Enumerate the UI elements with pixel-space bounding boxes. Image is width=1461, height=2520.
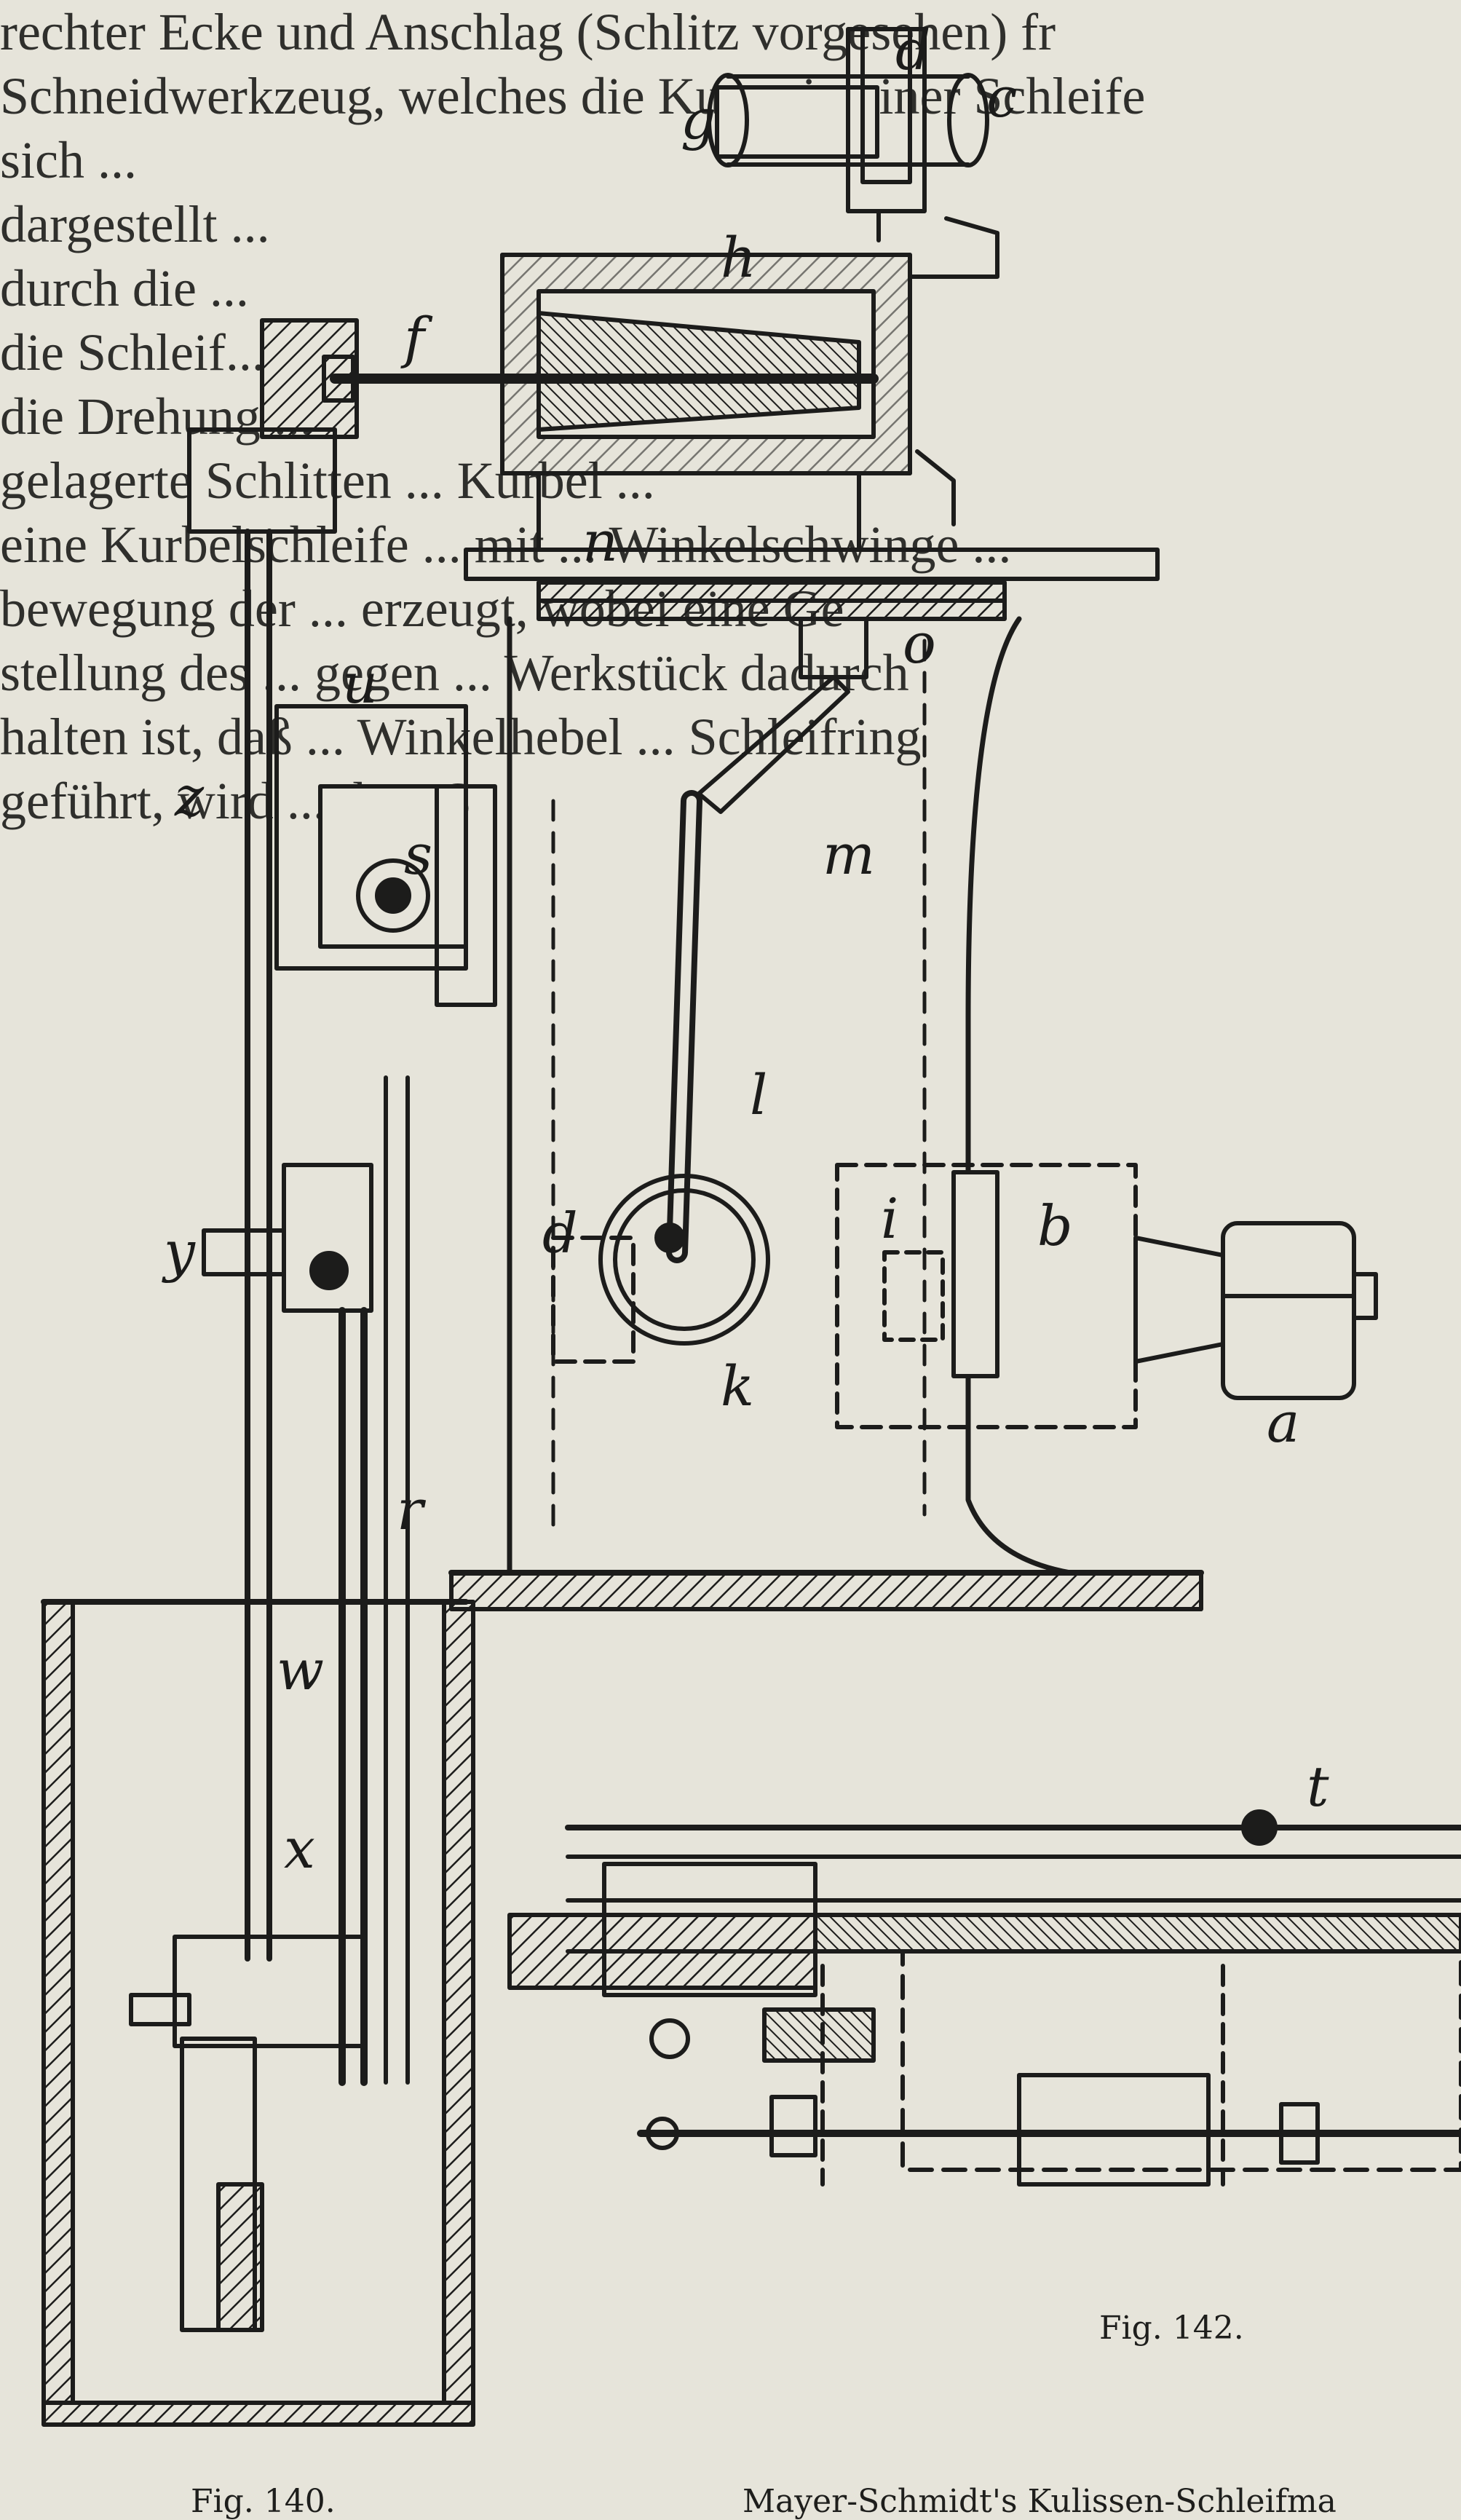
part-labels: d g c h f u z s n o m l i b a k y r w x … bbox=[162, 17, 1329, 1881]
part-label-d1: d bbox=[542, 1201, 578, 1265]
part-label: z bbox=[174, 764, 205, 829]
bleed-line: rechter Ecke und Anschlag (Schlitz vorge… bbox=[0, 3, 1056, 61]
part-label: m bbox=[823, 822, 875, 887]
part-label: u bbox=[342, 651, 378, 716]
part-label: l bbox=[750, 1062, 767, 1127]
part-label: h bbox=[721, 225, 756, 290]
part-label: f bbox=[400, 305, 433, 370]
part-label: o bbox=[903, 611, 936, 676]
part-label: c bbox=[986, 65, 1018, 130]
part-label: b bbox=[1037, 1193, 1073, 1258]
caption-fig142: Fig. 142. bbox=[1099, 2310, 1244, 2347]
bleed-line: eine Kurbelschleife ... mit ... Winkelsc… bbox=[0, 516, 1012, 574]
bleed-line: durch die ... bbox=[0, 259, 249, 317]
fig140-drawing bbox=[41, 27, 1378, 2427]
part-label: y bbox=[162, 1219, 196, 1284]
bleed-line: sich ... bbox=[0, 131, 137, 189]
part-label: a bbox=[1267, 1390, 1299, 1455]
part-label: d bbox=[895, 17, 931, 82]
bleed-line: die Schleif... bbox=[0, 323, 265, 382]
caption-fig140: Fig. 140. bbox=[191, 2483, 336, 2520]
bleed-line: dargestellt ... bbox=[0, 195, 270, 253]
part-label: t bbox=[1307, 1754, 1329, 1819]
bottom-title: Mayer-Schmidt's Kulissen-Schleifma bbox=[743, 2483, 1337, 2520]
part-label: s bbox=[404, 822, 432, 887]
part-label: r bbox=[397, 1477, 427, 1542]
bleed-line: stellung des ... gegen ... Werkstück dad… bbox=[0, 644, 909, 702]
part-label: i bbox=[881, 1186, 898, 1251]
part-label: g bbox=[681, 87, 716, 151]
part-label: x bbox=[284, 1816, 315, 1881]
fig142-drawing bbox=[507, 1809, 1461, 2187]
part-label: w bbox=[277, 1638, 324, 1702]
part-label: n bbox=[582, 509, 618, 574]
part-label: k bbox=[721, 1354, 754, 1418]
